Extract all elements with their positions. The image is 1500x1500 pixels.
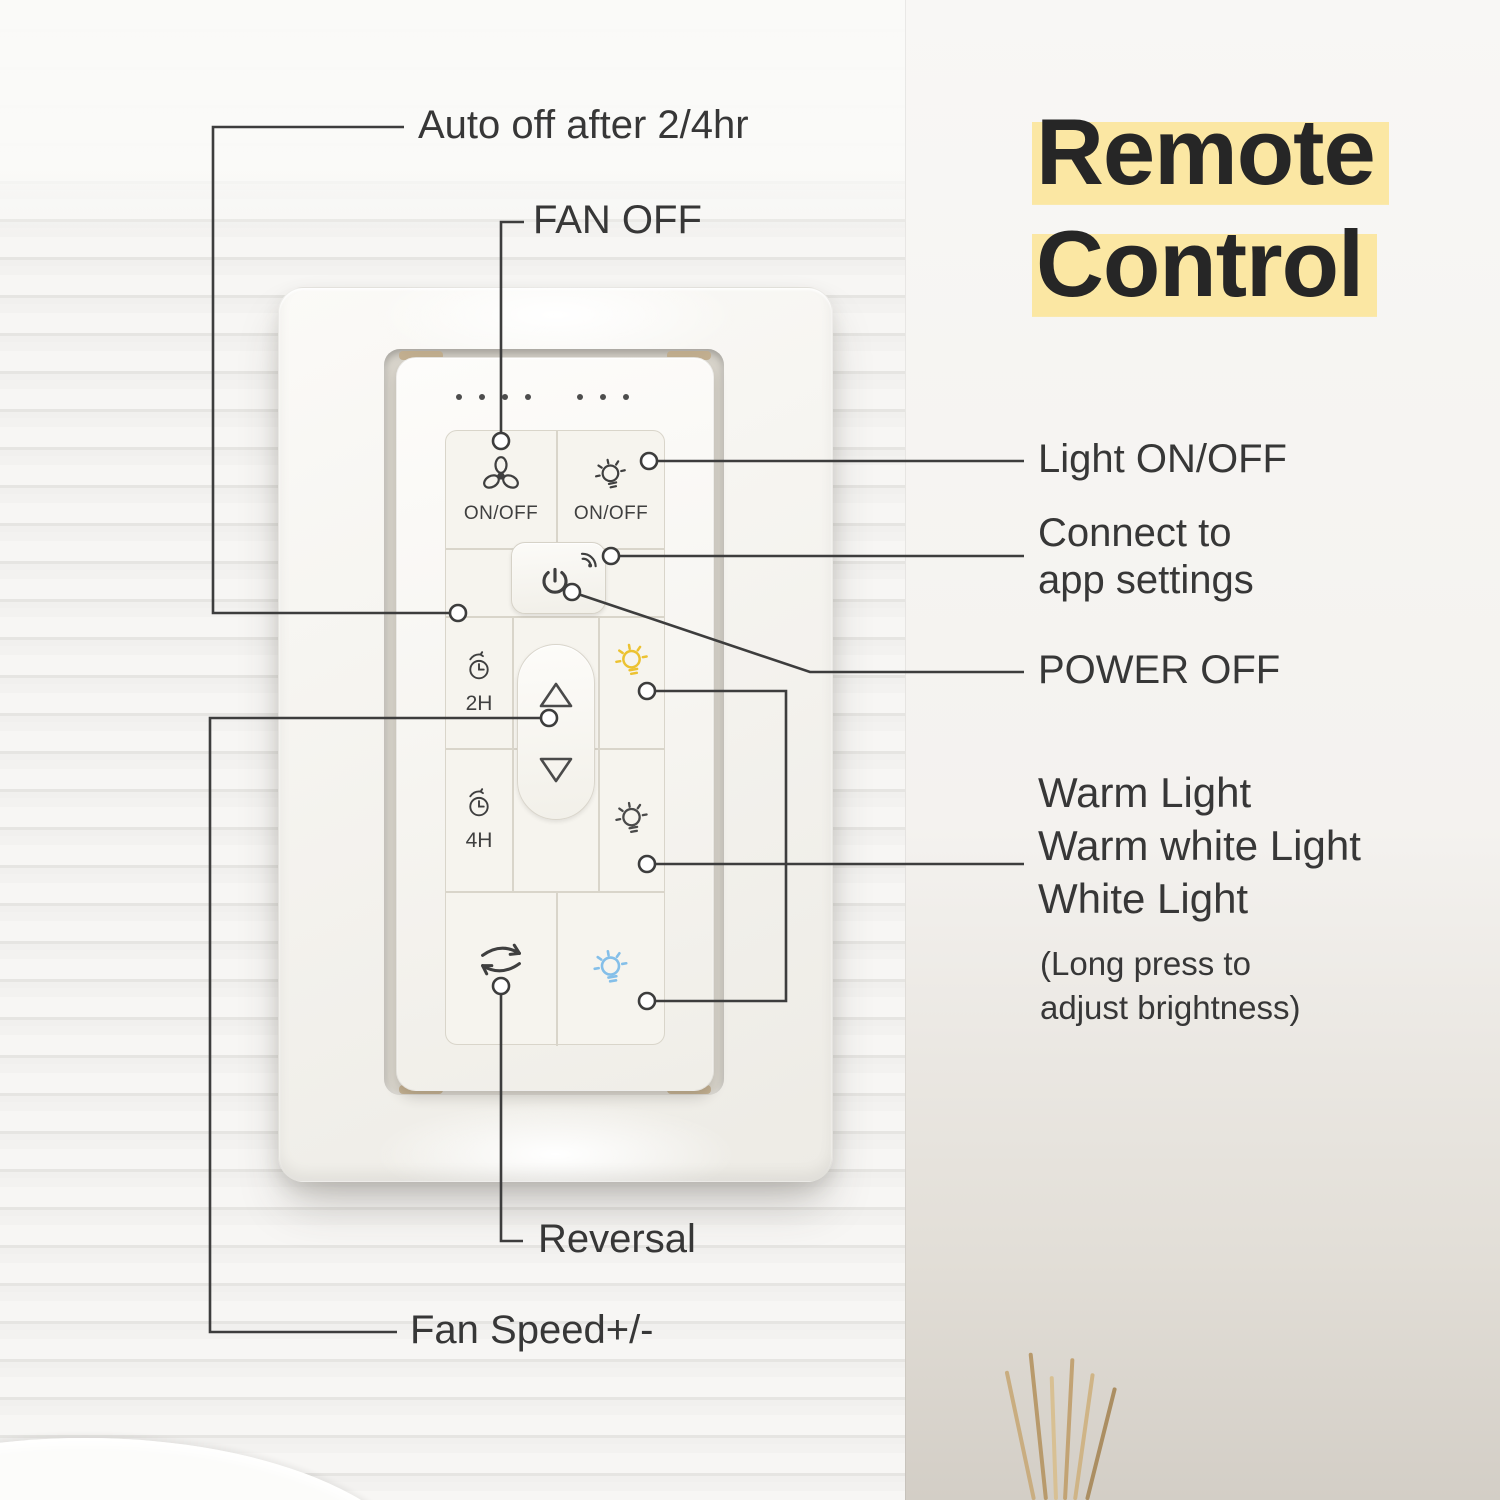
callout-long-press-note: (Long press to adjust brightness)	[1040, 942, 1300, 1030]
timer-2h-label: 2H	[465, 691, 493, 715]
light-bulb-icon	[594, 458, 626, 489]
callout-white-light: White Light	[1038, 875, 1249, 922]
led-indicator	[479, 394, 485, 400]
warm-light-bulb-icon	[615, 643, 648, 676]
callout-connect-line1: Connect to	[1038, 511, 1232, 555]
divider	[556, 431, 558, 548]
led-indicator	[623, 394, 629, 400]
led-indicator	[525, 394, 531, 400]
warm-white-light-button[interactable]	[598, 748, 666, 891]
wall-plate: ON/OFF ON/OFF	[278, 287, 833, 1182]
divider	[446, 891, 664, 893]
light-onoff-button[interactable]: ON/OFF	[556, 431, 666, 548]
divider	[598, 616, 600, 891]
callout-fan-off: FAN OFF	[533, 198, 702, 242]
white-light-button[interactable]	[556, 891, 666, 1046]
callout-warm-light: Warm Light	[1038, 769, 1252, 816]
reversal-button[interactable]	[446, 891, 556, 1046]
led-indicator	[456, 394, 462, 400]
fan-onoff-label: ON/OFF	[463, 503, 539, 524]
fan-speed-up-icon	[539, 682, 573, 707]
led-indicator	[502, 394, 508, 400]
divider	[512, 616, 514, 891]
remote-cradle: ON/OFF ON/OFF	[384, 349, 724, 1095]
timer-4h-button[interactable]: 4H	[446, 748, 512, 891]
wifi-icon	[580, 552, 597, 568]
callout-auto-off: Auto off after 2/4hr	[418, 103, 749, 147]
fan-speed-up-button[interactable]	[518, 651, 594, 738]
fan-speed-down-icon	[539, 757, 573, 782]
cradle-clip	[667, 351, 711, 360]
title-line1: Remote	[1032, 96, 1389, 208]
divider	[556, 891, 558, 1046]
fan-icon	[483, 456, 519, 489]
light-onoff-label: ON/OFF	[573, 503, 649, 524]
led-indicator	[577, 394, 583, 400]
callout-warm-white-light: Warm white Light	[1038, 822, 1361, 869]
remote-control-device: ON/OFF ON/OFF	[396, 357, 714, 1091]
white-light-bulb-icon	[593, 949, 628, 983]
fan-speed-down-button[interactable]	[518, 726, 594, 813]
callout-connect-line2: app settings	[1038, 558, 1254, 602]
timer-clock-icon	[469, 650, 489, 679]
button-panel: ON/OFF ON/OFF	[445, 430, 666, 1046]
callout-light-onoff: Light ON/OFF	[1038, 437, 1287, 481]
timer-clock-icon	[469, 788, 489, 817]
power-icon	[542, 567, 568, 594]
divider	[446, 616, 664, 618]
fan-onoff-button[interactable]: ON/OFF	[446, 431, 556, 548]
callout-reversal: Reversal	[538, 1217, 696, 1261]
fan-speed-rocker	[517, 644, 595, 820]
callout-long-press-line1: (Long press to	[1040, 945, 1251, 982]
callout-power-off: POWER OFF	[1038, 648, 1281, 692]
warm-white-light-bulb-icon	[615, 801, 648, 833]
callout-fan-speed: Fan Speed+/-	[410, 1308, 654, 1352]
reversal-arrows-icon	[481, 943, 521, 976]
timer-2h-button[interactable]: 2H	[446, 616, 512, 748]
led-indicator	[600, 394, 606, 400]
callout-light-modes: Warm Light Warm white Light White Light	[1038, 766, 1361, 925]
callout-connect-app: Connect to app settings	[1038, 510, 1254, 604]
warm-light-button[interactable]	[598, 616, 666, 748]
callout-long-press-line2: adjust brightness)	[1040, 989, 1301, 1026]
power-button[interactable]	[511, 542, 606, 614]
timer-4h-label: 4H	[465, 829, 493, 852]
title-line2: Control	[1032, 208, 1378, 320]
page-title: Remote Control	[1032, 96, 1389, 320]
